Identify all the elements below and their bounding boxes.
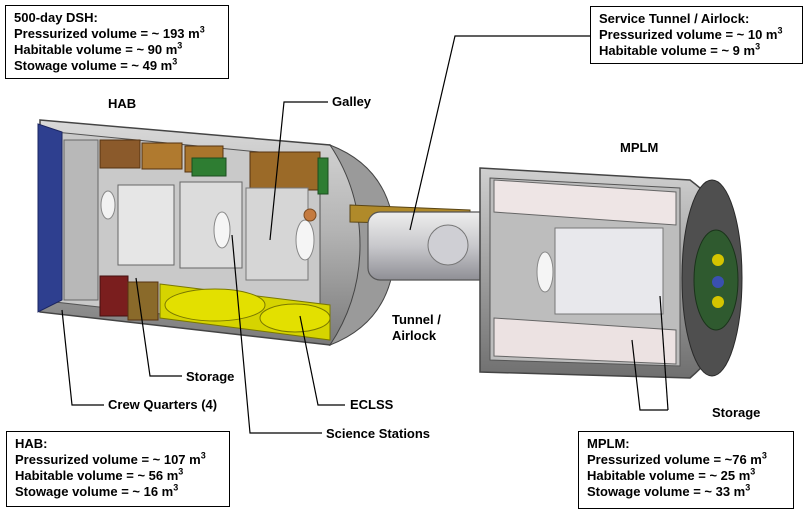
mplm-box-title: MPLM:	[587, 436, 630, 451]
dsh-volume-box: 500-day DSH: Pressurized volume = ~ 193 …	[5, 5, 229, 79]
storage-right-label: Storage	[712, 405, 761, 420]
hab-habitable-volume: Habitable volume = ~ 56 m3	[15, 466, 184, 483]
hab-module	[37, 119, 396, 347]
eclss-label: ECLSS	[350, 397, 394, 412]
tunnel-box-title: Service Tunnel / Airlock:	[599, 11, 750, 26]
galley-label: Galley	[332, 94, 372, 109]
dsh-habitable-volume: Habitable volume = ~ 90 m3	[14, 40, 183, 57]
hab-box-title: HAB:	[15, 436, 48, 451]
mplm-stowage-volume: Stowage volume = ~ 33 m3	[587, 482, 751, 499]
tunnel-volume-box: Service Tunnel / Airlock: Pressurized vo…	[590, 6, 803, 64]
hab-pressurized-volume: Pressurized volume = ~ 107 m3	[15, 450, 206, 467]
tunnel-habitable-volume: Habitable volume = ~ 9 m3	[599, 41, 761, 58]
tunnel-pressurized-volume: Pressurized volume = ~ 10 m3	[599, 25, 783, 42]
dsh-pressurized-volume: Pressurized volume = ~ 193 m3	[14, 24, 205, 41]
tunnel-airlock-label: Tunnel / Airlock	[392, 312, 441, 343]
hab-stowage-volume: Stowage volume = ~ 16 m3	[15, 482, 179, 499]
dsh-box-title: 500-day DSH:	[14, 10, 98, 25]
storage-left-label: Storage	[186, 369, 235, 384]
dsh-stowage-volume: Stowage volume = ~ 49 m3	[14, 56, 178, 73]
mplm-module	[479, 167, 743, 379]
science-stations-label: Science Stations	[326, 426, 431, 441]
mplm-pressurized-volume: Pressurized volume = ~76 m3	[587, 450, 767, 467]
hab-label: HAB	[108, 96, 137, 111]
leader-lines	[61, 35, 669, 434]
hab-volume-box: HAB: Pressurized volume = ~ 107 m3 Habit…	[6, 431, 230, 507]
mplm-label: MPLM	[620, 140, 659, 155]
mplm-habitable-volume: Habitable volume = ~ 25 m3	[587, 466, 756, 483]
crew-quarters-label: Crew Quarters (4)	[108, 397, 218, 412]
mplm-volume-box: MPLM: Pressurized volume = ~76 m3 Habita…	[578, 431, 794, 509]
